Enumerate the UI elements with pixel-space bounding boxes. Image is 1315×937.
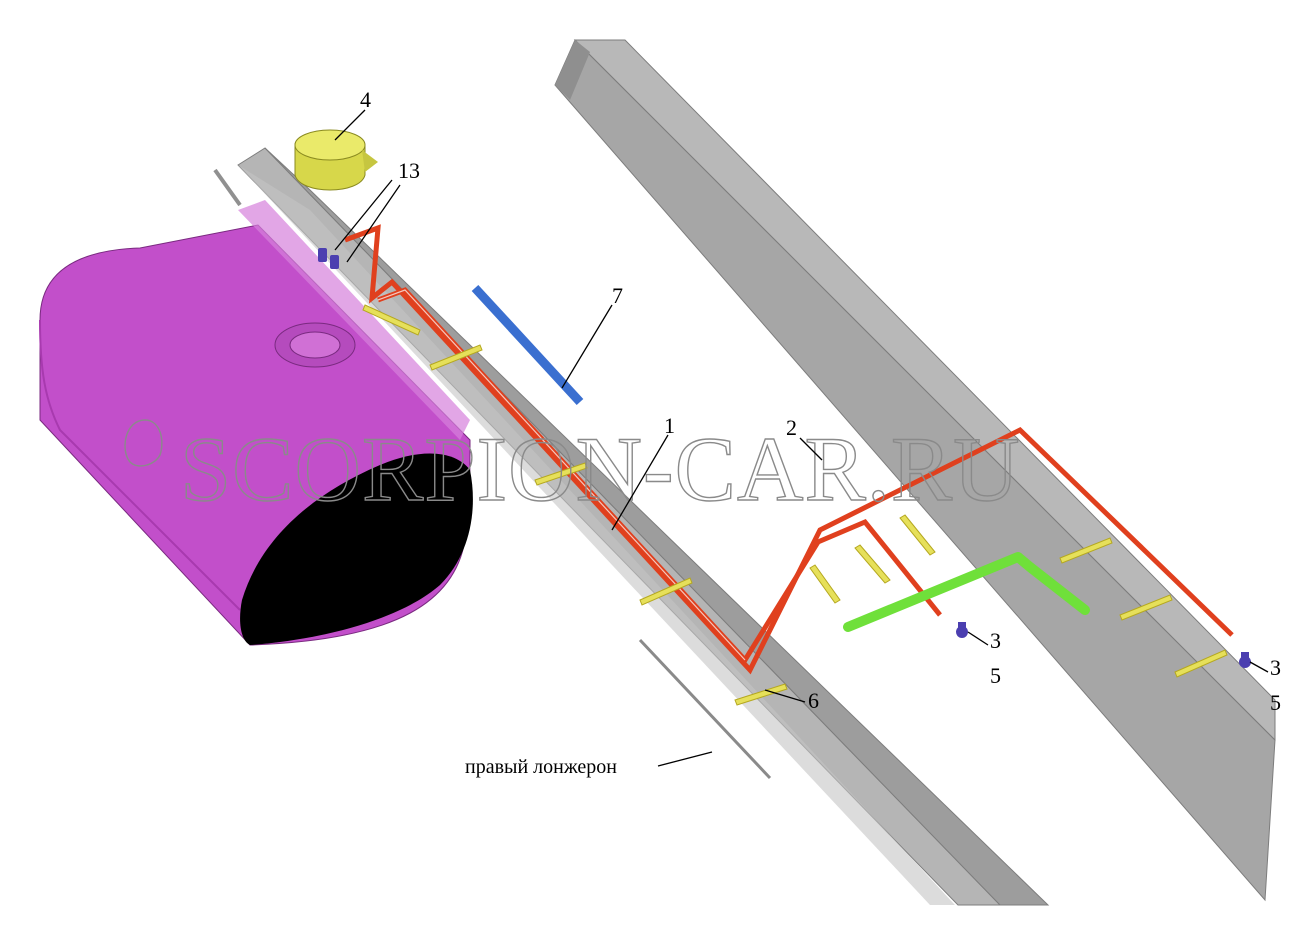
callouts: 4 13 7 1 2 3 5 3 5 6 правый лонжерон — [360, 87, 1281, 778]
left-frame-rail — [554, 39, 1276, 902]
callout-4: 4 — [360, 87, 371, 112]
blue-strip — [471, 284, 584, 406]
filler-cap — [294, 129, 378, 191]
fuel-tank — [39, 168, 473, 646]
callout-5a: 5 — [990, 663, 1001, 688]
purple-fittings — [318, 248, 1251, 668]
callout-6: 6 — [808, 688, 819, 713]
watermark-text: SCORPION-CAR.RU — [180, 418, 1021, 520]
callout-1: 1 — [664, 413, 675, 438]
leader-lines — [334, 109, 1269, 767]
callout-13: 13 — [398, 158, 420, 183]
mounting-clips — [362, 304, 1228, 706]
callout-3a: 3 — [990, 628, 1001, 653]
rail-caption: правый лонжерон — [465, 756, 617, 778]
watermark-logo — [124, 419, 163, 467]
callout-7: 7 — [612, 283, 623, 308]
callout-3b: 3 — [1270, 655, 1281, 680]
callout-5b: 5 — [1270, 690, 1281, 715]
callout-2: 2 — [786, 415, 797, 440]
green-pipe — [843, 552, 1090, 632]
